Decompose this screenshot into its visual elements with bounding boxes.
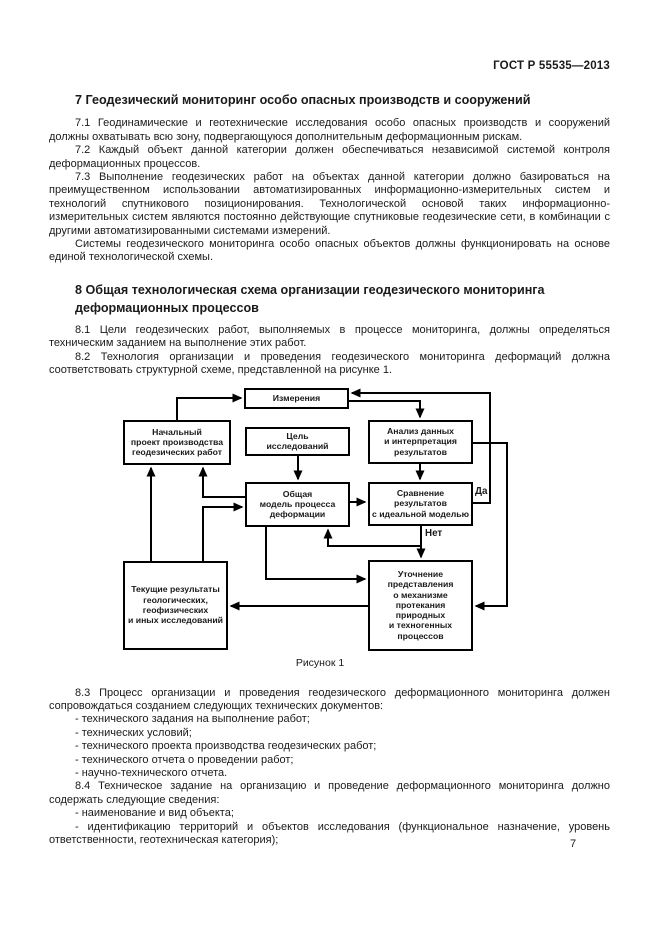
label-yes: Да bbox=[474, 485, 489, 497]
flow-box-deformation-model: Общая модель процесса деформации bbox=[245, 481, 350, 527]
list-item: - технического проекта производства геод… bbox=[75, 740, 377, 753]
flow-box-initial-project: Начальный проект производства геодезичес… bbox=[123, 419, 231, 465]
document-page: ГОСТ Р 55535—2013 7 Геодезический монито… bbox=[49, 60, 610, 846]
label-no: Нет bbox=[424, 527, 444, 539]
flowchart-connectors bbox=[146, 388, 508, 610]
list-item: - научно-технического отчета. bbox=[75, 766, 228, 779]
paragraph-7-2: 7.2 Каждый объект данной категории долже… bbox=[49, 144, 610, 170]
flow-box-research-goal: Цель исследований bbox=[245, 426, 350, 456]
flow-box-current-results: Текущие результаты геологических, геофиз… bbox=[123, 560, 228, 650]
section-7-heading: 7 Геодезический мониторинг особо опасных… bbox=[75, 93, 531, 108]
page-number: 7 bbox=[570, 838, 577, 850]
paragraph-7-1: 7.1 Геодинамические и геотехнические исс… bbox=[49, 117, 610, 143]
paragraph-7-3b: Системы геодезического мониторинга особо… bbox=[49, 238, 610, 264]
list-item: - идентификацию территорий и объектов ис… bbox=[49, 820, 610, 846]
list-item: - технических условий; bbox=[75, 726, 192, 739]
flow-box-measurements: Измерения bbox=[244, 387, 349, 409]
section-8-heading: 8 Общая технологическая схема организаци… bbox=[75, 282, 545, 315]
paragraph-8-1: 8.1 Цели геодезических работ, выполняемы… bbox=[49, 323, 610, 350]
list-item: - технического отчета о проведении работ… bbox=[75, 753, 294, 766]
figure-1-flowchart: Измерения Начальный проект производства … bbox=[110, 383, 530, 678]
paragraph-7-3: 7.3 Выполнение геодезических работ на об… bbox=[49, 171, 610, 237]
paragraph-8-2: 8.2 Технология организации и проведения … bbox=[49, 350, 610, 377]
paragraph-8-4: 8.4 Техническое задание на организацию и… bbox=[49, 780, 610, 806]
figure-caption: Рисунок 1 bbox=[295, 656, 345, 669]
flow-box-data-analysis: Анализ данных и интерпретация результато… bbox=[368, 419, 473, 464]
flow-box-comparison: Сравнение результатов с идеальной модель… bbox=[368, 481, 473, 526]
flow-box-refinement: Уточнение представления о механизме прот… bbox=[368, 559, 473, 651]
paragraph-8-3: 8.3 Процесс организации и проведения гео… bbox=[49, 686, 610, 712]
list-item: - технического задания на выполнение раб… bbox=[75, 713, 310, 726]
list-item: - наименование и вид объекта; bbox=[75, 807, 234, 820]
doc-number: ГОСТ Р 55535—2013 bbox=[493, 60, 610, 72]
